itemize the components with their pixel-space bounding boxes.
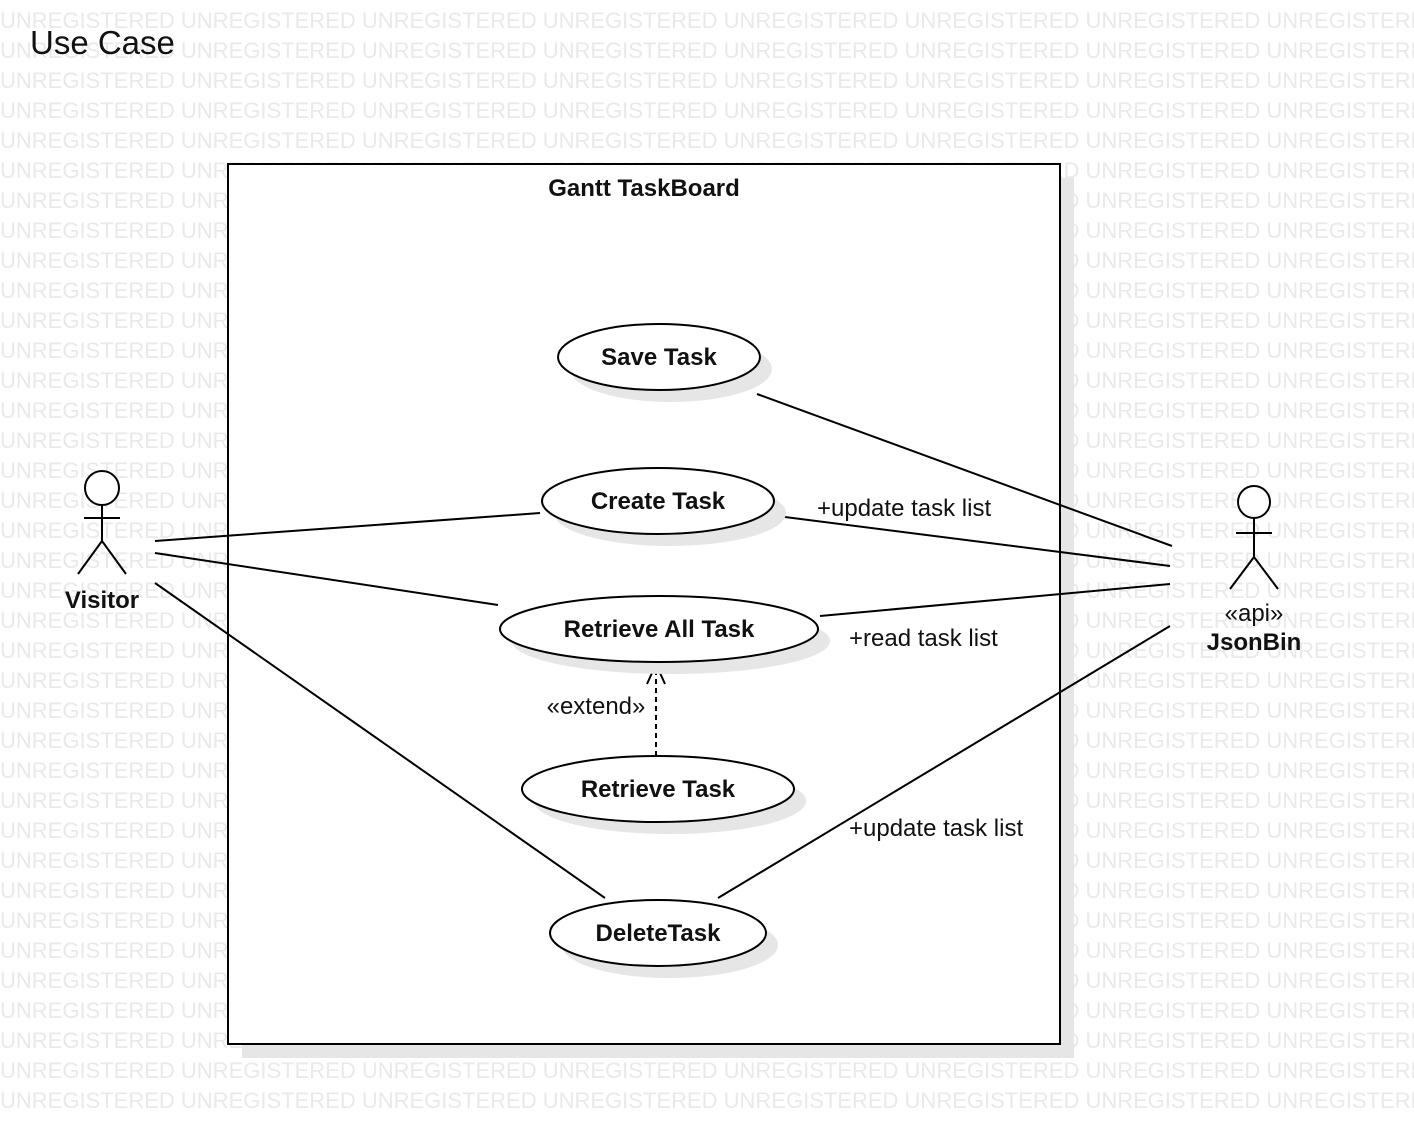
association-delete-task-jsonbin[interactable] bbox=[717, 625, 1171, 899]
watermark-row: UNREGISTERED UNREGISTERED UNREGISTERED U… bbox=[0, 68, 1414, 93]
system-boundary-name: Gantt TaskBoard bbox=[548, 175, 740, 202]
association-visitor-delete-task[interactable] bbox=[154, 582, 606, 899]
use-case-save-task-label: Save Task bbox=[601, 344, 717, 371]
label-delete-task-update: +update task list bbox=[849, 815, 1023, 842]
actor-jsonbin-stereotype: «api» bbox=[1225, 600, 1284, 627]
stick-figure-icon bbox=[1229, 485, 1279, 590]
use-case-retrieve-task-label: Retrieve Task bbox=[581, 776, 736, 803]
use-case-ellipse bbox=[557, 323, 761, 391]
watermark-row: UNREGISTERED UNREGISTERED UNREGISTERED U… bbox=[0, 38, 1414, 63]
use-case-ellipse bbox=[541, 467, 775, 535]
watermark-row: UNREGISTERED UNREGISTERED UNREGISTERED U… bbox=[0, 1088, 1414, 1113]
watermark-row: UNREGISTERED UNREGISTERED UNREGISTERED U… bbox=[0, 98, 1414, 123]
association-create-task-jsonbin[interactable] bbox=[776, 515, 1171, 567]
use-case-ellipse bbox=[499, 595, 819, 663]
use-case-save-task[interactable]: Save Task bbox=[557, 323, 772, 402]
association-visitor-create-task[interactable] bbox=[154, 512, 541, 542]
use-case-retrieve-all-task-label: Retrieve All Task bbox=[564, 616, 755, 643]
watermark-row: UNREGISTERED UNREGISTERED UNREGISTERED U… bbox=[0, 8, 1414, 33]
watermark-row: UNREGISTERED UNREGISTERED UNREGISTERED U… bbox=[0, 128, 1414, 153]
extend-stereotype-label: «extend» bbox=[547, 693, 646, 720]
diagram-title: Use Case bbox=[30, 24, 175, 61]
actor-jsonbin[interactable]: «api» JsonBin bbox=[1207, 485, 1302, 656]
association-visitor-retrieve-all-task[interactable] bbox=[154, 552, 499, 606]
label-retrieve-all-read: +read task list bbox=[849, 625, 998, 652]
use-case-create-task-label: Create Task bbox=[591, 488, 726, 515]
use-case-ellipse bbox=[549, 899, 767, 967]
stick-figure-icon bbox=[77, 470, 127, 575]
association-save-task-jsonbin[interactable] bbox=[756, 393, 1173, 547]
use-case-delete-task-label: DeleteTask bbox=[596, 920, 722, 947]
use-case-retrieve-task[interactable]: Retrieve Task bbox=[521, 755, 806, 834]
use-case-ellipse bbox=[521, 755, 795, 823]
actor-visitor[interactable]: Visitor bbox=[65, 470, 139, 614]
actor-jsonbin-name: JsonBin bbox=[1207, 629, 1302, 656]
associations bbox=[154, 393, 1173, 899]
use-case-retrieve-all-task[interactable]: Retrieve All Task bbox=[499, 595, 830, 674]
association-retrieve-all-task-jsonbin[interactable] bbox=[819, 583, 1171, 617]
actor-visitor-name: Visitor bbox=[65, 587, 139, 614]
label-create-task-update: +update task list bbox=[817, 495, 991, 522]
use-case-delete-task[interactable]: DeleteTask bbox=[549, 899, 778, 978]
use-case-create-task[interactable]: Create Task bbox=[541, 467, 786, 546]
watermark-row: UNREGISTERED UNREGISTERED UNREGISTERED U… bbox=[0, 1058, 1414, 1083]
